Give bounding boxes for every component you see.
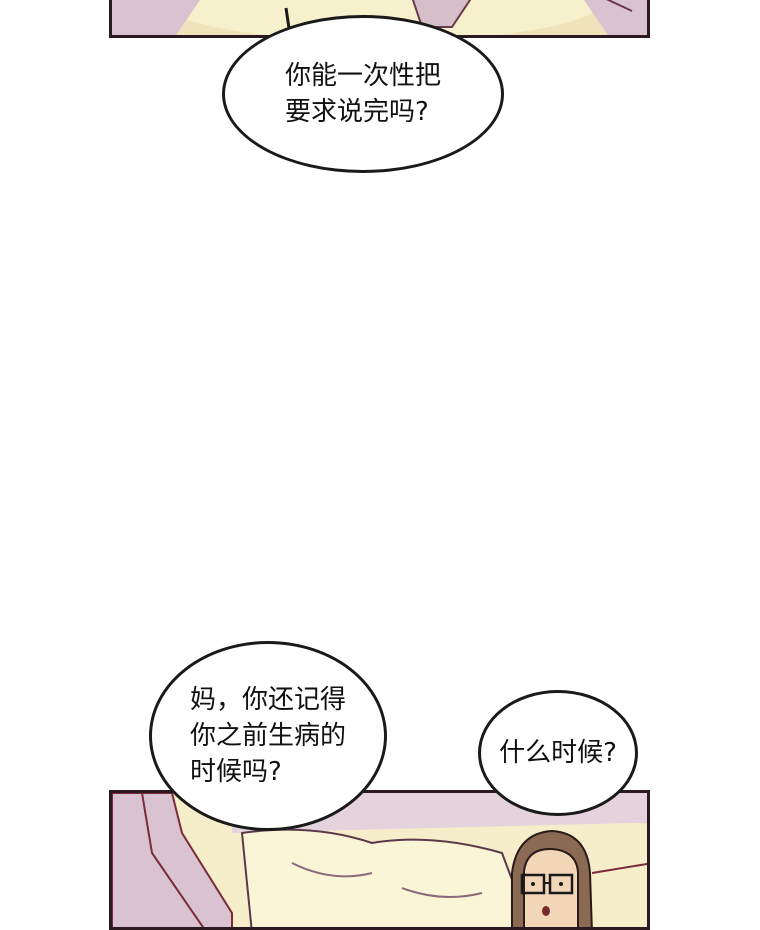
speech-bubble-left-text: 妈，你还记得 你之前生病的 时候吗? — [189, 685, 346, 787]
speech-bubble-top-text: 你能一次性把 要求说完吗? — [284, 61, 441, 127]
speech-bubble-right: 什么时候? — [478, 690, 638, 816]
bottom-comic-panel — [109, 790, 650, 930]
speech-bubble-left: 妈，你还记得 你之前生病的 时候吗? — [149, 641, 387, 831]
speech-bubble-right-text: 什么时候? — [499, 738, 617, 768]
bottom-panel-art — [112, 793, 647, 927]
woman-face — [511, 829, 593, 927]
speech-bubble-top: 你能一次性把 要求说完吗? — [222, 15, 504, 173]
